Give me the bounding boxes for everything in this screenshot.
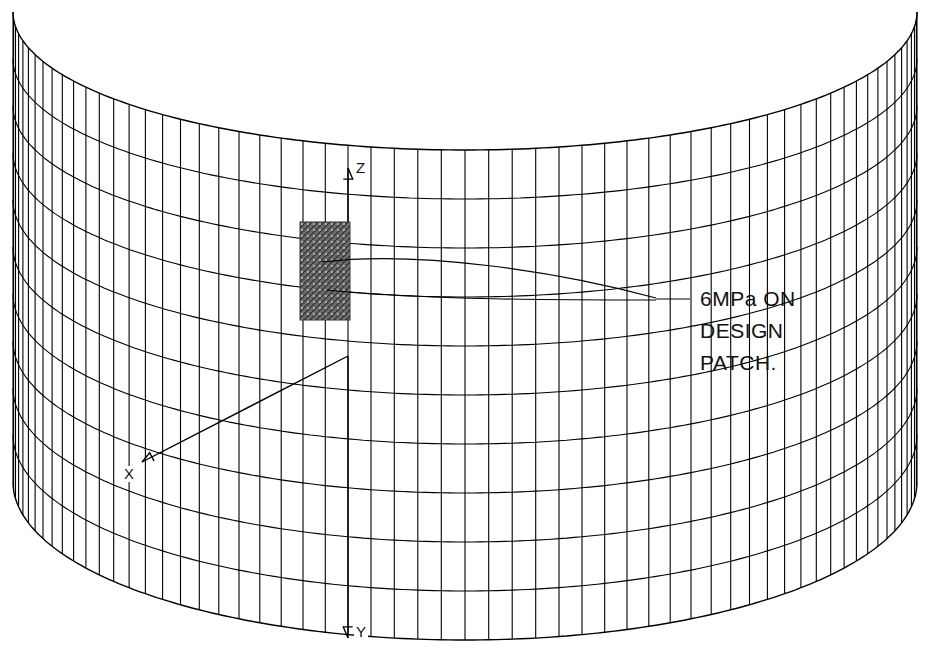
- mesh-ring: [13, 59, 917, 199]
- mesh-ring: [13, 482, 917, 640]
- mesh-ring: [13, 388, 917, 542]
- mesh-ring: [13, 153, 917, 297]
- leader-line: [322, 259, 656, 298]
- mesh-ring: [13, 294, 917, 444]
- leader-line: [326, 290, 656, 300]
- mesh-ring: [13, 341, 917, 493]
- axis-arrowhead: [343, 168, 352, 179]
- axis-arrowhead: [343, 627, 352, 638]
- mesh-ring: [13, 247, 917, 395]
- axis-label: Z: [354, 160, 367, 176]
- axis-arrowhead: [142, 453, 154, 462]
- mesh-ring: [13, 106, 917, 248]
- design-patch: [300, 222, 350, 320]
- leader-line: [656, 298, 690, 299]
- axis-line: [142, 356, 348, 462]
- callout-note: 6MPa ON DESIGN PATCH.: [700, 283, 828, 379]
- axis-line: [347, 356, 348, 638]
- axis-label: Y: [354, 624, 368, 640]
- mesh-ring: [13, 12, 917, 150]
- axis-label: X: [122, 466, 136, 482]
